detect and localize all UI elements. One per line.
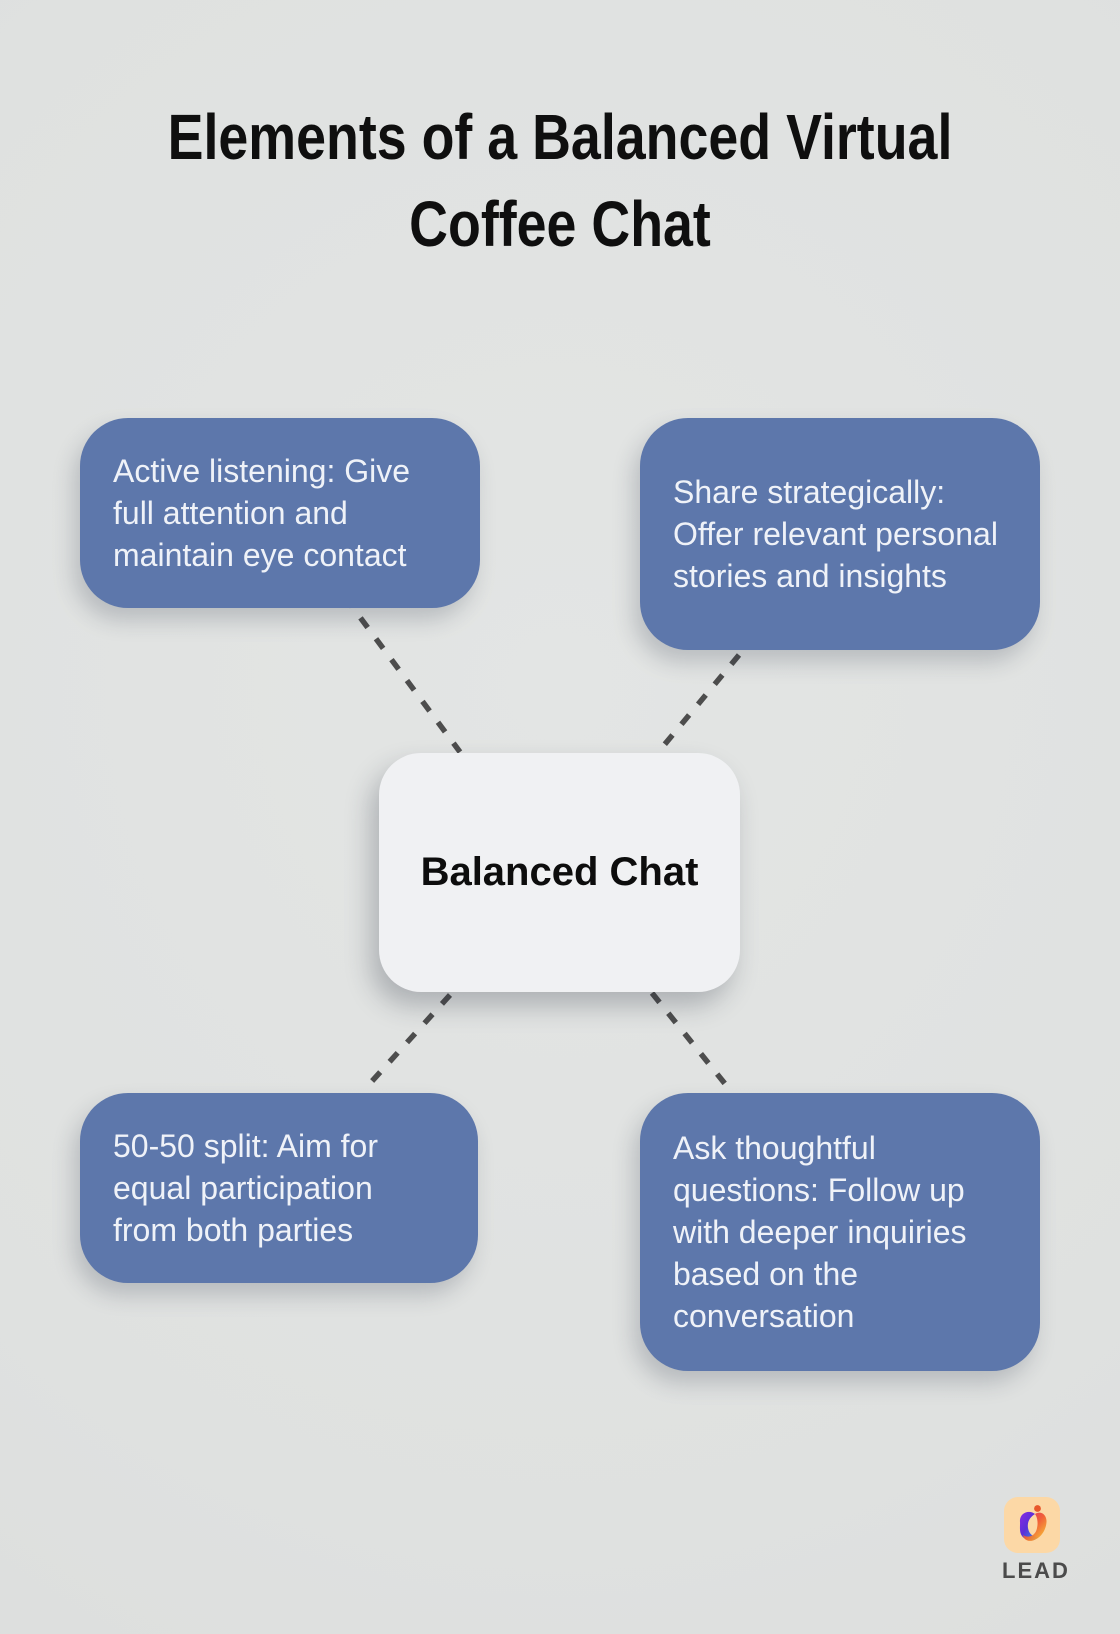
node-share-strategically: Share strategically: Offer relevant pers…: [640, 418, 1040, 650]
node-ask-thoughtful-questions: Ask thoughtful questions: Follow up with…: [640, 1093, 1040, 1371]
lead-logo: LEAD: [1002, 1497, 1070, 1584]
connector-top-right: [657, 653, 742, 752]
connector-bottom-right: [649, 991, 733, 1092]
connector-bottom-left: [361, 993, 453, 1092]
node-text: Ask thoughtful questions: Follow up with…: [673, 1130, 967, 1334]
node-active-listening: Active listening: Give full attention an…: [80, 418, 480, 608]
page-title: Elements of a Balanced Virtual Coffee Ch…: [167, 101, 953, 260]
node-50-50-split: 50-50 split: Aim for equal participation…: [80, 1093, 478, 1283]
connector-top-left: [342, 595, 463, 754]
node-text: Active listening: Give full attention an…: [113, 453, 411, 573]
node-text: 50-50 split: Aim for equal participation…: [113, 1128, 378, 1248]
lead-logo-text: LEAD: [1002, 1558, 1070, 1583]
center-node-balanced-chat: Balanced Chat: [379, 753, 740, 992]
lead-logo-icon: [1004, 1497, 1060, 1553]
center-node-label: Balanced Chat: [420, 850, 699, 894]
node-text: Share strategically: Offer relevant pers…: [673, 474, 998, 594]
